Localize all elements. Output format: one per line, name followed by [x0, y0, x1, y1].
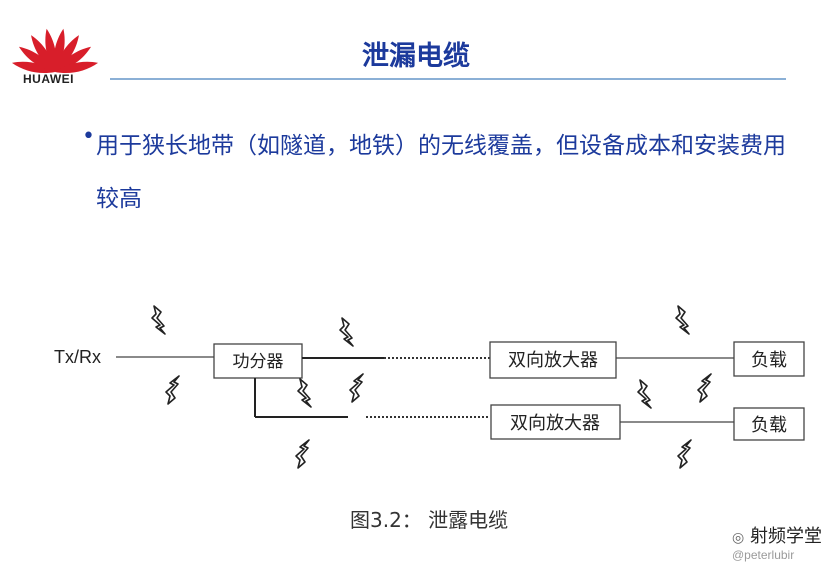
load-label-1: 负载 — [751, 350, 787, 371]
load-box-2 — [733, 407, 805, 441]
logo-petal — [45, 28, 57, 72]
port-label: Tx/Rx — [54, 347, 101, 367]
load-label-2: 负载 — [751, 415, 787, 436]
logo-petal — [11, 61, 55, 74]
radiation-bolt-icon — [165, 375, 180, 405]
amplifier-box-1 — [489, 341, 617, 379]
watermark-account: ◎ 射频学堂 — [732, 522, 822, 548]
bullet-text: 用于狭长地带（如隧道，地铁）的无线覆盖，但设备成本和安装费用较高 — [96, 133, 786, 212]
logo-petal — [18, 46, 55, 72]
bullet-marker: • — [82, 124, 95, 149]
radiation-bolt-icon — [151, 305, 166, 335]
radiation-bolt-icon — [297, 378, 312, 408]
logo-petal — [53, 28, 65, 72]
radiation-bolt-icon — [349, 373, 364, 403]
load-box-1 — [733, 341, 805, 377]
logo-petal — [55, 35, 79, 72]
page-title: 泄漏电缆 — [362, 41, 470, 72]
logo-petal — [55, 46, 92, 72]
radiation-bolt-icon — [339, 317, 354, 347]
radiation-bolt-icon — [637, 379, 652, 409]
amplifier-label-1: 双向放大器 — [508, 350, 598, 371]
title-divider — [110, 78, 786, 80]
watermark-handle: @peterlubir — [732, 548, 795, 562]
logo-petal — [31, 35, 55, 72]
radiation-bolt-icon — [295, 439, 310, 469]
logo-text: HUAWEI — [23, 72, 74, 86]
amplifier-box-2 — [490, 404, 621, 440]
radiation-bolt-icon — [675, 305, 690, 335]
figure-caption: 图3.2： 泄露电缆 — [350, 508, 509, 532]
radiation-bolt-icon — [677, 439, 692, 469]
huawei-logo — [11, 28, 99, 74]
wechat-icon: ◎ — [732, 530, 745, 546]
radiation-bolt-icon — [697, 373, 712, 403]
logo-petal — [55, 61, 99, 74]
splitter-label: 功分器 — [233, 352, 284, 372]
watermark-account-text: 射频学堂 — [749, 526, 822, 547]
splitter-box — [213, 343, 303, 379]
amplifier-label-2: 双向放大器 — [510, 413, 600, 434]
